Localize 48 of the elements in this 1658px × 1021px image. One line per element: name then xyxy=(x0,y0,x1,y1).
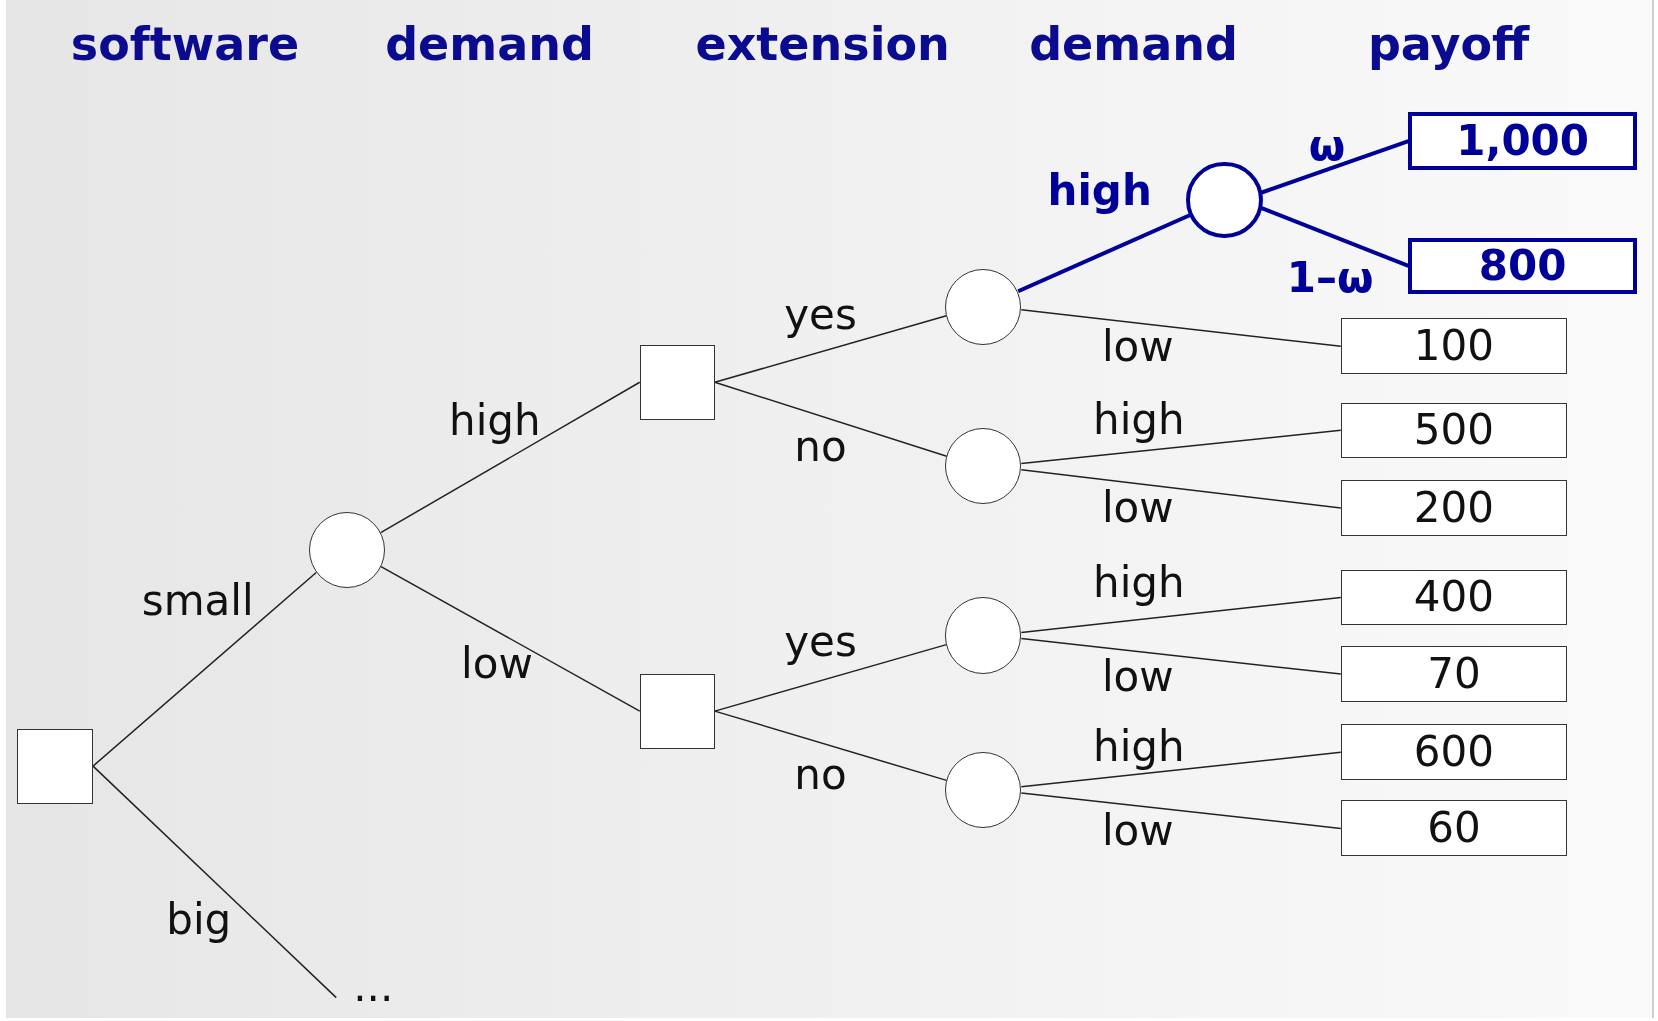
payoff-box: 70 xyxy=(1340,646,1568,703)
branch-label: low xyxy=(1101,325,1174,368)
payoff-box: 100 xyxy=(1340,318,1568,375)
column-header: extension xyxy=(695,21,950,68)
branch-line xyxy=(380,565,641,712)
branch-line xyxy=(1020,309,1342,348)
branch-line xyxy=(92,571,317,767)
branch-label: big xyxy=(166,898,232,941)
branch-label: low xyxy=(1101,486,1174,529)
decision-node-square xyxy=(16,728,94,804)
branch-label: low xyxy=(1101,655,1174,698)
branch-label: yes xyxy=(784,620,857,663)
branch-line xyxy=(1020,637,1342,675)
branch-label: low xyxy=(461,643,533,686)
branch-label: low xyxy=(1101,810,1174,853)
payoff-box: 400 xyxy=(1340,569,1568,625)
branch-label: high xyxy=(1093,725,1185,768)
column-header: demand xyxy=(1029,21,1238,68)
decision-node-square xyxy=(639,673,715,749)
payoff-box: 800 xyxy=(1408,237,1637,294)
branch-label: yes xyxy=(784,294,857,337)
column-header: payoff xyxy=(1367,21,1530,68)
payoff-box: 60 xyxy=(1340,800,1568,857)
branch-line xyxy=(380,381,641,534)
continuation-dots: ... xyxy=(336,970,411,1003)
branch-line xyxy=(1020,792,1342,830)
payoff-box: 600 xyxy=(1340,724,1568,781)
branch-line xyxy=(1020,429,1342,465)
column-header: demand xyxy=(385,21,594,68)
branch-label: no xyxy=(794,426,847,469)
branch-line xyxy=(1020,751,1342,788)
branch-label: high xyxy=(1093,398,1185,441)
branch-label: high xyxy=(449,399,541,442)
branch-label: 1–ω xyxy=(1286,257,1374,300)
column-header: software xyxy=(70,21,300,68)
branch-label: high xyxy=(1093,561,1185,604)
branch-line xyxy=(1020,596,1342,634)
decision-node-square xyxy=(639,344,715,420)
payoff-box: 200 xyxy=(1340,480,1568,537)
branch-label: small xyxy=(141,579,254,622)
branch-line xyxy=(1261,139,1410,195)
payoff-box: 500 xyxy=(1340,402,1568,458)
branch-line xyxy=(1020,468,1342,509)
branch-label: high xyxy=(1047,170,1152,213)
branch-label: no xyxy=(794,754,847,797)
payoff-box: 1,000 xyxy=(1408,112,1637,171)
branch-label: ω xyxy=(1308,124,1346,167)
branch-line xyxy=(92,765,337,999)
